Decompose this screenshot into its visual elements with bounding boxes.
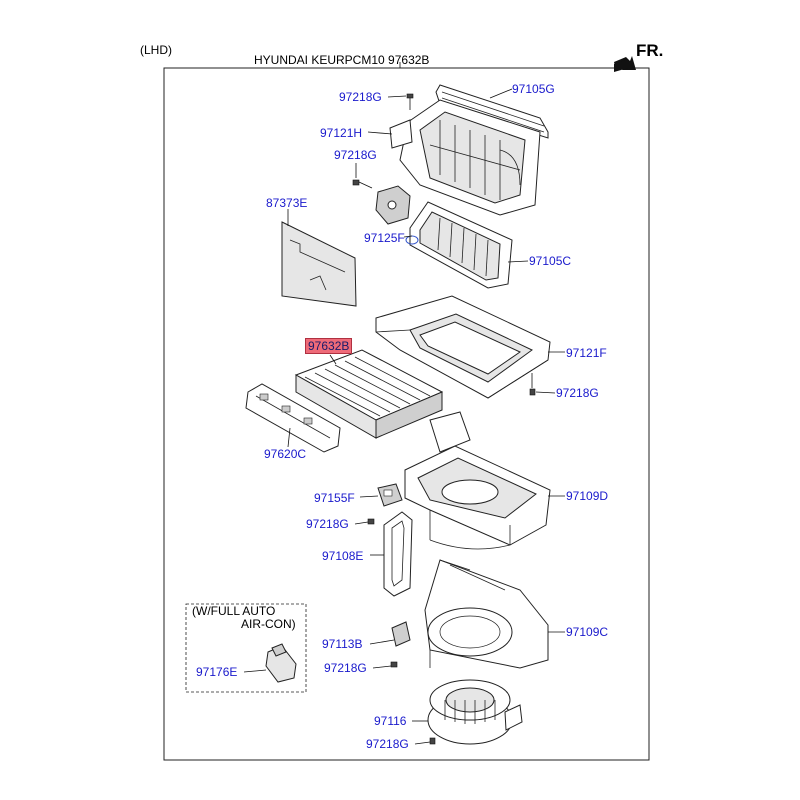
- part-97155F[interactable]: [377, 483, 403, 507]
- bolt-97218G-3[interactable]: [529, 373, 536, 396]
- part-97109D[interactable]: [404, 411, 551, 550]
- part-97113B[interactable]: [391, 621, 411, 647]
- callout-97113B[interactable]: 97113B: [322, 637, 363, 651]
- part-97632B[interactable]: [294, 349, 444, 439]
- callout-97176E[interactable]: 97176E: [196, 665, 238, 679]
- callout-97125F[interactable]: 97125F: [364, 231, 405, 245]
- part-97105G[interactable]: [435, 84, 549, 139]
- callout-97105C[interactable]: 97105C: [529, 254, 572, 268]
- bolt-97218G-1[interactable]: [406, 93, 414, 110]
- callout-97121H[interactable]: 97121H: [320, 126, 363, 140]
- bolt-97218G-2[interactable]: [352, 179, 373, 189]
- part-actuator[interactable]: [375, 185, 411, 225]
- callout-97632B[interactable]: 97632B: [305, 338, 353, 354]
- diagram-title-model: HYUNDAI KEURPCM10: [254, 53, 385, 67]
- diagram-variant: (LHD): [140, 43, 172, 57]
- callout-97218G-1[interactable]: 97218G: [339, 90, 382, 104]
- callout-97109D[interactable]: 97109D: [566, 489, 609, 503]
- callout-97218G-5[interactable]: 97218G: [324, 661, 367, 675]
- callout-97620C[interactable]: 97620C: [264, 447, 307, 461]
- diagram-frame: [163, 67, 650, 761]
- part-97105C[interactable]: [405, 201, 513, 289]
- callout-97121F[interactable]: 97121F: [566, 346, 607, 360]
- bolt-97218G-6[interactable]: [429, 737, 436, 745]
- diagram-title: HYUNDAI KEURPCM10 97632B: [254, 53, 429, 67]
- part-97121H[interactable]: [389, 99, 541, 216]
- callout-97155F[interactable]: 97155F: [314, 491, 355, 505]
- callout-97218G-2[interactable]: 97218G: [334, 148, 377, 162]
- callout-97218G-6[interactable]: 97218G: [366, 737, 409, 751]
- callout-97218G-3[interactable]: 97218G: [556, 386, 599, 400]
- part-97108E[interactable]: [383, 511, 413, 597]
- front-direction-label: FR.: [636, 41, 664, 60]
- bolt-97218G-5[interactable]: [390, 661, 398, 668]
- auto-aircon-box: [185, 603, 307, 693]
- callout-97109C[interactable]: 97109C: [566, 625, 609, 639]
- part-97116[interactable]: [427, 679, 523, 745]
- callout-87373E[interactable]: 87373E: [266, 196, 308, 210]
- callout-97108E[interactable]: 97108E: [322, 549, 364, 563]
- part-97109C[interactable]: [424, 559, 549, 669]
- callout-97218G-4[interactable]: 97218G: [306, 517, 349, 531]
- part-97121F[interactable]: [375, 295, 551, 399]
- note-line-2: AIR-CON): [241, 617, 296, 631]
- callout-97116[interactable]: 97116: [374, 714, 407, 728]
- part-87373E[interactable]: [281, 221, 357, 307]
- bolt-97218G-4[interactable]: [367, 518, 375, 525]
- callout-97105G[interactable]: 97105G: [512, 82, 555, 96]
- diagram-title-part: 97632B: [388, 53, 430, 67]
- part-97620C[interactable]: [245, 383, 341, 453]
- part-97176E[interactable]: [265, 643, 297, 683]
- note-line-1: (W/FULL AUTO: [192, 604, 276, 618]
- front-arrow-icon: [614, 56, 636, 72]
